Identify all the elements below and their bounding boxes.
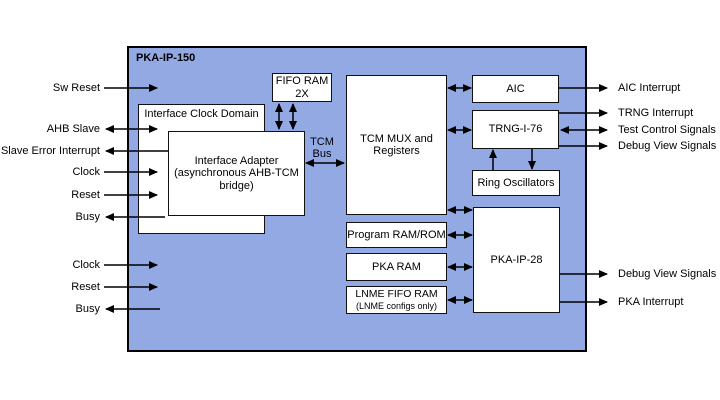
left-signal-ahb-slave: AHB Slave bbox=[46, 123, 100, 135]
tcm-bus-label: TCM Bus bbox=[302, 136, 342, 160]
block-pka-ram: PKA RAM bbox=[346, 253, 447, 281]
right-signal-debug-view-1: Debug View Signals bbox=[618, 140, 717, 152]
block-pka-ram-label: PKA RAM bbox=[372, 260, 421, 273]
block-tcm-mux-line1: TCM MUX and bbox=[360, 132, 433, 145]
block-lnme-fifo-ram-line1: LNME FIFO RAM bbox=[355, 288, 438, 301]
tcm-bus-label-line2: Bus bbox=[312, 148, 332, 160]
right-signal-pka-interrupt: PKA Interrupt bbox=[618, 296, 684, 308]
main-block-title: PKA-IP-150 bbox=[136, 52, 196, 64]
block-lnme-fifo-ram-line2: (LNME configs only) bbox=[355, 300, 438, 311]
left-signal-slave-error-interrupt: Slave Error Interrupt bbox=[0, 145, 100, 157]
right-signal-test-control: Test Control Signals bbox=[618, 124, 716, 136]
block-pka-ip-28: PKA-IP-28 bbox=[473, 207, 560, 313]
block-interface-adapter-line2: (asynchronous AHB-TCM bbox=[174, 167, 299, 180]
block-interface-adapter: Interface Adapter (asynchronous AHB-TCM … bbox=[168, 131, 305, 216]
block-fifo-ram-line2: 2X bbox=[295, 87, 309, 100]
block-aic: AIC bbox=[472, 75, 559, 103]
block-ring-oscillators: Ring Oscillators bbox=[472, 170, 560, 196]
left-signal-busy-2: Busy bbox=[75, 303, 100, 315]
left-signal-sw-reset: Sw Reset bbox=[52, 82, 100, 94]
left-signal-reset-2: Reset bbox=[71, 281, 100, 293]
block-lnme-fifo-ram: LNME FIFO RAM (LNME configs only) bbox=[346, 286, 447, 314]
left-signal-busy-1: Busy bbox=[75, 211, 100, 223]
block-ring-oscillators-label: Ring Oscillators bbox=[477, 176, 555, 189]
block-trng-i-76: TRNG-I-76 bbox=[472, 110, 559, 149]
right-signal-aic-interrupt: AIC Interrupt bbox=[618, 82, 681, 94]
block-tcm-mux: TCM MUX and Registers bbox=[346, 75, 447, 215]
block-interface-adapter-line3: bridge) bbox=[219, 179, 254, 192]
left-signal-reset-1: Reset bbox=[71, 189, 100, 201]
block-pka-ip-28-label: PKA-IP-28 bbox=[490, 253, 543, 266]
left-signal-clock-2: Clock bbox=[72, 259, 100, 271]
block-interface-clock-domain-label: Interface Clock Domain bbox=[144, 108, 259, 120]
block-aic-label: AIC bbox=[506, 82, 525, 95]
block-tcm-mux-line2: Registers bbox=[373, 145, 420, 157]
right-signal-trng-interrupt: TRNG Interrupt bbox=[618, 107, 694, 119]
block-program-ram-rom: Program RAM/ROM bbox=[346, 222, 447, 248]
block-program-ram-rom-label: Program RAM/ROM bbox=[347, 228, 446, 241]
right-signal-debug-view-2: Debug View Signals bbox=[618, 268, 717, 280]
tcm-bus-label-line1: TCM bbox=[310, 136, 334, 148]
block-trng-i-76-label: TRNG-I-76 bbox=[488, 123, 543, 136]
block-fifo-ram: FIFO RAM 2X bbox=[272, 73, 332, 102]
block-fifo-ram-line1: FIFO RAM bbox=[275, 75, 329, 87]
block-interface-adapter-line1: Interface Adapter bbox=[194, 154, 279, 167]
left-signal-clock-1: Clock bbox=[72, 166, 100, 178]
